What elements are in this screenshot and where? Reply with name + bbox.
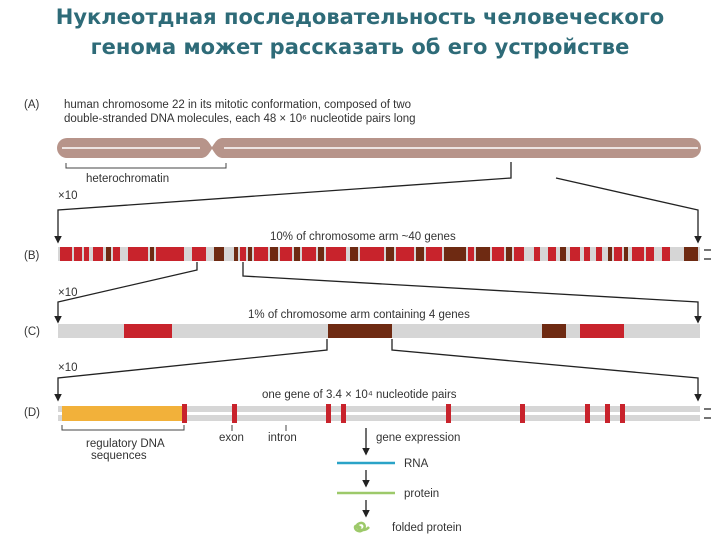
zoom-arrow-left-3 (54, 339, 328, 402)
chromosome-band (248, 247, 252, 261)
exon-mark (182, 404, 187, 423)
chromosome-band (326, 247, 346, 261)
chromosome-band (624, 247, 628, 261)
exon-mark (585, 404, 590, 423)
chromosome-band (270, 247, 278, 261)
regulatory-label-line-1: regulatory DNA (86, 438, 165, 450)
regulatory-bracket (61, 425, 185, 431)
zoom-arrow-left-1 (54, 162, 512, 244)
heterochromatin-label: heterochromatin (86, 173, 169, 185)
panel-a-letter: (A) (24, 99, 40, 111)
chromosome-band (468, 247, 474, 261)
rna-label: RNA (404, 458, 429, 470)
panel-c-caption: 1% of chromosome arm containing 4 genes (248, 309, 470, 321)
page-title-line-2: генома может рассказать об его устройств… (90, 35, 630, 59)
panel-d-letter: (D) (24, 407, 40, 419)
chromosome-band (444, 247, 466, 261)
chromosome-band (93, 247, 103, 261)
intron-label: intron (268, 432, 297, 444)
panel-d-caption: one gene of 3.4 × 10⁴ nucleotide pairs (262, 389, 457, 401)
chromosome-band (548, 247, 556, 261)
panel-c-letter: (C) (24, 326, 40, 338)
panel-a-caption-line-2: double-stranded DNA molecules, each 48 ×… (64, 113, 416, 125)
panel-a-caption-line-1: human chromosome 22 in its mitotic confo… (64, 99, 411, 111)
zoom-label-2: ×10 (58, 287, 78, 299)
chromosome-band (360, 247, 384, 261)
gene-expression-label: gene expression (376, 432, 460, 444)
chromosome-band (476, 247, 490, 261)
exon-mark (520, 404, 525, 423)
chromosome-band (294, 247, 300, 261)
chromosome-band (662, 247, 670, 261)
chromosome-band (240, 247, 246, 261)
heterochromatin-bracket (65, 163, 227, 169)
chromosome-band (60, 247, 72, 261)
exon-mark (326, 404, 331, 423)
zoom-label-1: ×10 (58, 190, 78, 202)
chromosome-band (534, 247, 540, 261)
chromosome-band (74, 247, 82, 261)
zoom-arrow-right-1 (555, 177, 702, 244)
exon-mark (605, 404, 610, 423)
chromosome-band (646, 247, 654, 261)
chromosome-band (632, 247, 644, 261)
page-title-line-1: Нуклеотдная последовательность человечес… (55, 5, 665, 29)
folded-protein-shape (353, 521, 370, 533)
chromosome-band (214, 247, 224, 261)
chromosome-band (570, 247, 580, 261)
chromosome-band (280, 247, 292, 261)
chromosome-band (506, 247, 512, 261)
regulatory-label-line-2: sequences (91, 450, 147, 462)
panel-b-caption: 10% of chromosome arm ~40 genes (270, 231, 456, 243)
chromosome-band (584, 247, 590, 261)
chromosome-band (386, 247, 394, 261)
chromosome-band (350, 247, 358, 261)
chromosome-band (560, 247, 566, 261)
panel-d-strand-bottom (58, 415, 700, 421)
gene-segment (328, 324, 392, 338)
chromosome-band (416, 247, 424, 261)
chromosome-band (254, 247, 268, 261)
exon-label: exon (219, 432, 244, 444)
gene-segment (542, 324, 566, 338)
panel-d-end-mark (704, 408, 711, 419)
chromosome-band (150, 247, 154, 261)
chromosome-band (396, 247, 414, 261)
gene-segment (580, 324, 624, 338)
zoom-arrow-left-2 (54, 262, 198, 324)
chromosome-band (128, 247, 148, 261)
chromosome-band (614, 247, 622, 261)
panel-b-letter: (B) (24, 250, 40, 262)
exon-mark (446, 404, 451, 423)
chromosome-band (192, 247, 206, 261)
exon-mark (341, 404, 346, 423)
chromosome-band (318, 247, 324, 261)
protein-label: protein (404, 488, 439, 500)
panel-b-end-mark (704, 249, 711, 260)
zoom-arrow-right-2 (242, 262, 702, 324)
zoom-label-3: ×10 (58, 362, 78, 374)
chromosome-band (596, 247, 602, 261)
chromosome-band (426, 247, 442, 261)
chromosome-band (84, 247, 89, 261)
regulatory-dna-region (62, 406, 184, 421)
exon-mark (620, 404, 625, 423)
panel-d-strand-top (58, 406, 700, 412)
folded-protein-label: folded protein (392, 522, 462, 534)
gene-segment (124, 324, 172, 338)
chromosome-band (608, 247, 612, 261)
chromosome-band (113, 247, 120, 261)
chromosome-band (514, 247, 524, 261)
chromosome-band (234, 247, 238, 261)
chromosome-band (684, 247, 698, 261)
chromosome-band (106, 247, 111, 261)
chromosome-band (492, 247, 504, 261)
exon-mark (232, 404, 237, 423)
zoom-arrow-right-3 (391, 339, 702, 402)
chromosome-band (302, 247, 316, 261)
chromosome-band (156, 247, 184, 261)
